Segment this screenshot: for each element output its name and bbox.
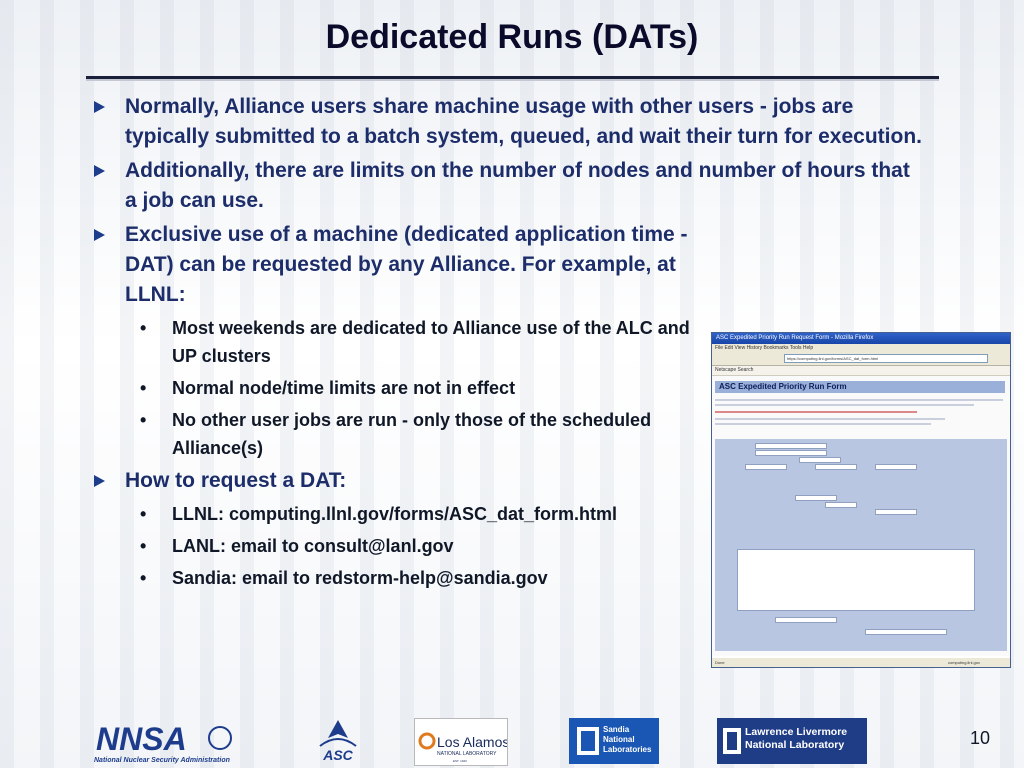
form-field xyxy=(755,443,827,449)
browser-titlebar: ASC Expedited Priority Run Request Form … xyxy=(712,333,1010,344)
sub-bullet-item: • LANL: email to consult@lanl.gov xyxy=(94,532,692,560)
status-right: computing.llnl.gov xyxy=(947,660,980,665)
sub-bullet-item: • Sandia: email to redstorm-help@sandia.… xyxy=(94,564,692,592)
sub-bullet-text: Sandia: email to redstorm-help@sandia.go… xyxy=(172,568,548,588)
browser-status-bar: Done computing.llnl.gov xyxy=(712,658,1010,667)
sub-bullet-dot-icon: • xyxy=(140,568,147,588)
form-field xyxy=(875,509,917,515)
bullet-text: Exclusive use of a machine (dedicated ap… xyxy=(125,223,688,306)
form-field xyxy=(815,464,857,470)
lanl-logo: Los Alamos NATIONAL LABORATORY EST. 1943 xyxy=(414,718,509,766)
sub-bullet-item: • Normal node/time limits are not in eff… xyxy=(94,374,692,402)
sub-bullet-dot-icon: • xyxy=(140,504,147,524)
title-rule xyxy=(86,76,939,79)
form-textarea xyxy=(737,549,975,611)
browser-content: ASC Expedited Priority Run Form xyxy=(712,376,1010,656)
bullet-list: Normally, Alliance users share machine u… xyxy=(94,92,924,596)
page-number: 10 xyxy=(970,728,991,748)
form-intro-lines xyxy=(715,396,1003,428)
llnl-logo-text: Lawrence Livermore National Laboratory xyxy=(745,726,848,751)
asc-logo: ASC xyxy=(308,718,368,764)
sub-bullet-item: • Most weekends are dedicated to Allianc… xyxy=(94,314,702,370)
sub-bullet-text: LLNL: computing.llnl.gov/forms/ASC_dat_f… xyxy=(172,504,617,524)
bullet-item: How to request a DAT: xyxy=(94,466,924,496)
nnsa-logo-text: NNSA xyxy=(96,721,187,757)
bullet-arrow-icon xyxy=(94,229,105,241)
bullet-text: Normally, Alliance users share machine u… xyxy=(125,95,922,148)
sandia-logo-text: Sandia National Laboratories xyxy=(603,725,652,754)
lanl-logo-sub: NATIONAL LABORATORY xyxy=(437,751,497,757)
asc-logo-text: ASC xyxy=(322,747,353,763)
form-screenshot: ASC Expedited Priority Run Request Form … xyxy=(711,332,1011,668)
sub-bullet-item: • LLNL: computing.llnl.gov/forms/ASC_dat… xyxy=(94,500,692,528)
sub-bullet-dot-icon: • xyxy=(140,410,147,430)
bullet-text: How to request a DAT: xyxy=(125,469,347,492)
llnl-logo: Lawrence Livermore National Laboratory xyxy=(717,718,867,764)
form-title: ASC Expedited Priority Run Form xyxy=(715,381,1005,393)
sub-bullet-text: Normal node/time limits are not in effec… xyxy=(172,378,516,398)
sub-bullet-dot-icon: • xyxy=(140,318,147,338)
browser-menubar: File Edit View History Bookmarks Tools H… xyxy=(712,344,1010,352)
sub-bullet-text: No other user jobs are run - only those … xyxy=(172,410,652,458)
form-field xyxy=(865,629,947,635)
bullet-arrow-icon xyxy=(94,165,105,177)
status-left: Done xyxy=(715,660,725,665)
sub-bullet-dot-icon: • xyxy=(140,536,147,556)
sandia-logo: Sandia National Laboratories xyxy=(569,718,659,764)
bullet-text: Additionally, there are limits on the nu… xyxy=(125,159,910,212)
sub-bullet-text: LANL: email to consult@lanl.gov xyxy=(172,536,454,556)
sub-bullet-text: Most weekends are dedicated to Alliance … xyxy=(172,318,690,366)
form-field xyxy=(745,464,787,470)
slide-title: Dedicated Runs (DATs) xyxy=(325,18,699,56)
lanl-logo-est: EST. 1943 xyxy=(453,759,467,763)
sub-bullet-dot-icon: • xyxy=(140,378,147,398)
browser-bookmarks-bar: Netscape Search xyxy=(712,366,1010,376)
form-field xyxy=(825,502,857,508)
form-field xyxy=(875,464,917,470)
lanl-logo-text: Los Alamos xyxy=(437,734,507,750)
bullet-arrow-icon xyxy=(94,475,105,487)
bullet-item: Normally, Alliance users share machine u… xyxy=(94,92,924,152)
title-rule-shadow xyxy=(86,79,939,81)
form-field xyxy=(775,617,837,623)
bullet-item: Additionally, there are limits on the nu… xyxy=(94,156,924,216)
nnsa-logo: NNSA National Nuclear Security Administr… xyxy=(92,718,242,764)
form-field xyxy=(755,450,827,456)
form-field xyxy=(799,457,841,463)
form-body xyxy=(715,439,1007,651)
bullet-arrow-icon xyxy=(94,101,105,113)
form-field xyxy=(795,495,837,501)
nnsa-logo-sub: National Nuclear Security Administration xyxy=(94,757,230,764)
sub-bullet-item: • No other user jobs are run - only thos… xyxy=(94,406,682,462)
browser-address-bar: https://computing.llnl.gov/forms/ASC_dat… xyxy=(784,354,988,363)
bullet-item: Exclusive use of a machine (dedicated ap… xyxy=(94,220,720,310)
